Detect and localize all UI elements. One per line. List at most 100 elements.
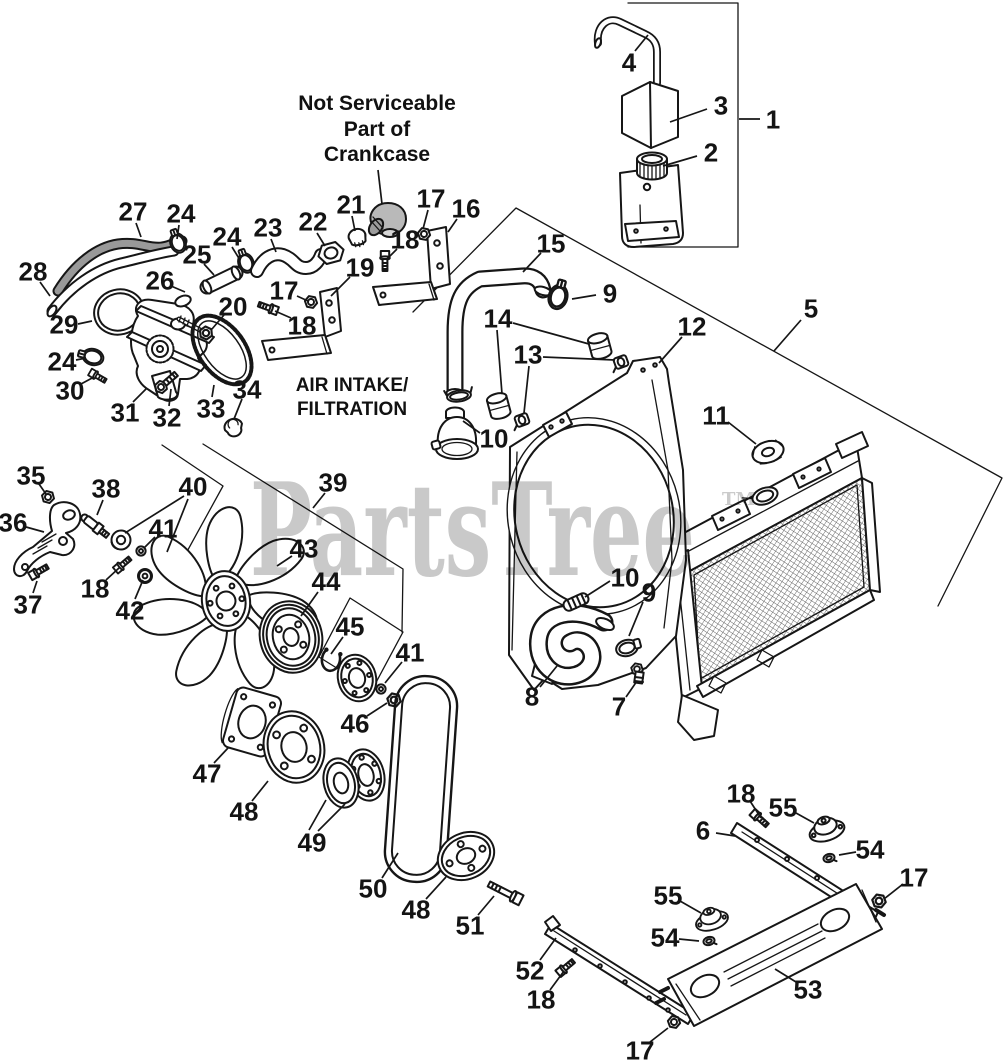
leader-55 — [679, 900, 702, 914]
pulley-hub — [336, 653, 378, 703]
callout-34: 34 — [233, 375, 262, 405]
pump-bolt — [151, 370, 179, 397]
spacer-hub — [322, 748, 386, 809]
callout-22: 22 — [299, 207, 328, 237]
snap-ring — [320, 647, 343, 673]
callout-51: 51 — [456, 911, 485, 941]
leader-23 — [270, 238, 277, 253]
callout-18: 18 — [527, 985, 556, 1015]
radiator — [667, 431, 881, 741]
radiator-cap — [751, 439, 785, 465]
leader-54 — [678, 938, 700, 942]
formed-hose — [250, 247, 328, 278]
leader-48 — [425, 876, 447, 900]
leader-16 — [447, 218, 458, 233]
leader-33 — [211, 384, 215, 398]
callout-55: 55 — [654, 881, 683, 911]
leader-27 — [135, 222, 142, 238]
leader-32 — [168, 388, 172, 407]
leader-19 — [330, 276, 351, 297]
callout-2: 2 — [704, 138, 718, 168]
callout-42: 42 — [116, 596, 145, 626]
temp-sensor — [80, 513, 111, 539]
flange-nut — [870, 892, 888, 910]
leader-38 — [96, 499, 104, 516]
callout-29: 29 — [50, 310, 79, 340]
callout-18: 18 — [288, 311, 317, 341]
callout-16: 16 — [452, 194, 481, 224]
callout-13: 13 — [514, 340, 543, 370]
leader-31 — [132, 387, 148, 403]
flange-nut — [665, 1014, 683, 1030]
leader-11 — [727, 421, 757, 445]
leader-55 — [795, 812, 815, 824]
callout-41: 41 — [149, 514, 178, 544]
leader-17 — [883, 883, 904, 900]
callout-55: 55 — [769, 793, 798, 823]
rubber-mount — [691, 902, 732, 936]
leader-3 — [669, 108, 708, 123]
callout-8: 8 — [525, 682, 539, 712]
callout-45: 45 — [336, 612, 365, 642]
callout-52: 52 — [516, 956, 545, 986]
zone-lines — [161, 2, 1003, 691]
callout-46: 46 — [341, 709, 370, 739]
note-line-1: Not Serviceable — [298, 92, 456, 115]
callout-9: 9 — [603, 279, 617, 309]
leader-49 — [308, 799, 327, 831]
callout-35: 35 — [17, 461, 46, 491]
callout-layer: 1234567899101011121314151617171717181818… — [0, 34, 929, 1064]
callout-20: 20 — [219, 292, 248, 322]
hose-clamp — [75, 344, 107, 369]
watermark: PartsTree TM — [250, 456, 755, 606]
callout-53: 53 — [794, 975, 823, 1005]
leader-25 — [203, 263, 215, 276]
callout-25: 25 — [183, 240, 212, 270]
leader-24 — [75, 357, 87, 361]
callout-5: 5 — [804, 294, 818, 324]
leader-12 — [658, 336, 683, 364]
watermark-text: PartsTree — [250, 456, 695, 606]
leader-13 — [542, 356, 616, 361]
support-frame — [654, 883, 886, 1027]
leader-9 — [571, 294, 597, 300]
fitting-bolt — [86, 367, 109, 386]
drive-belt — [383, 674, 459, 884]
callout-37: 37 — [14, 590, 43, 620]
leader-9 — [628, 601, 644, 637]
callout-1: 1 — [766, 105, 780, 135]
callout-10: 10 — [611, 563, 640, 593]
arm-nut — [39, 489, 57, 505]
leader-18 — [749, 800, 762, 819]
note-line-3: Crankcase — [324, 143, 430, 166]
leader-4 — [634, 34, 649, 52]
callout-17: 17 — [900, 863, 929, 893]
leader-22 — [316, 232, 326, 247]
shroud-clip — [509, 411, 532, 432]
timing-belt — [190, 313, 254, 387]
callout-30: 30 — [56, 376, 85, 406]
flange-bolt — [379, 250, 391, 272]
leader-18 — [386, 248, 398, 260]
leader-18 — [105, 567, 120, 581]
leader-46 — [366, 702, 388, 717]
callout-7: 7 — [612, 692, 626, 722]
shroud-mount-bushing — [585, 330, 614, 362]
leader-49 — [317, 803, 346, 832]
pulley-disc — [262, 710, 326, 784]
callout-41: 41 — [396, 638, 425, 668]
leader-17 — [422, 209, 429, 230]
rubber-mount — [804, 810, 849, 847]
air-intake-line-2: FILTRATION — [297, 399, 407, 420]
leader-8 — [539, 665, 558, 688]
leader-6 — [715, 832, 736, 837]
callout-47: 47 — [193, 759, 222, 789]
leader-36 — [25, 526, 45, 533]
fan-pulley — [258, 600, 324, 674]
leader-40 — [124, 495, 185, 534]
leader-50 — [381, 852, 399, 879]
leader-7 — [625, 680, 638, 698]
callout-12: 12 — [678, 312, 707, 342]
fan-zone-line — [202, 443, 404, 633]
